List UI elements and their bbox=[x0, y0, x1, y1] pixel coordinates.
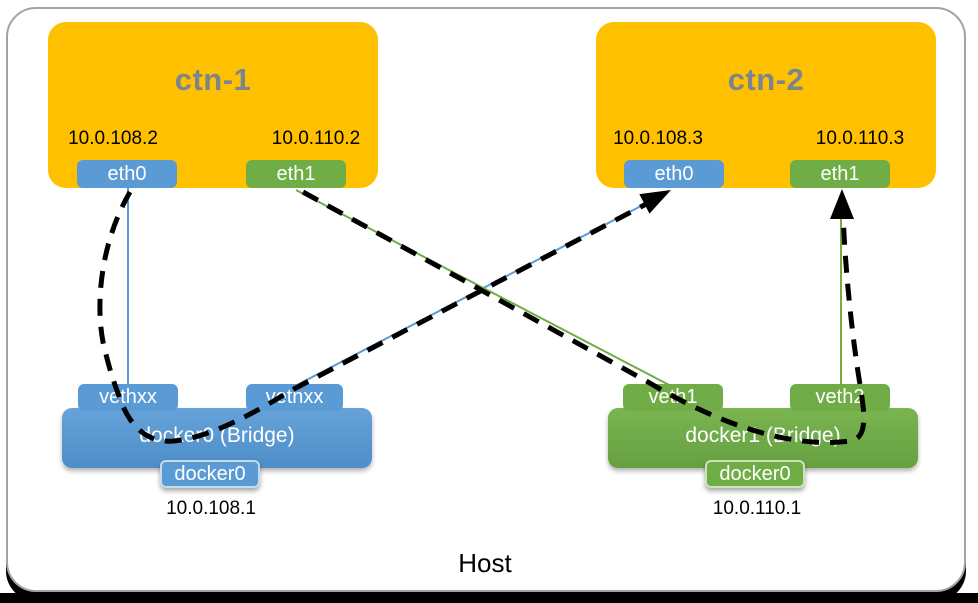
iface-ctn1-eth0: eth0 bbox=[77, 160, 177, 188]
ip-ctn2-eth1: 10.0.110.3 bbox=[815, 128, 905, 149]
bridge-docker1: docker1 (Bridge) bbox=[608, 408, 918, 468]
iface-ctn2-eth1: eth1 bbox=[790, 160, 890, 188]
container-ctn-2-title: ctn-2 bbox=[727, 62, 805, 97]
ip-ctn2-eth0: 10.0.108.3 bbox=[613, 128, 703, 149]
ip-docker0: 10.0.108.1 bbox=[166, 498, 256, 519]
host-shadow-bar bbox=[0, 593, 978, 603]
port-veth2: veth2 bbox=[790, 384, 890, 411]
bridge-docker1-title: docker1 (Bridge) bbox=[685, 424, 841, 447]
port-veth1: veth1 bbox=[623, 384, 723, 411]
container-ctn-1-title: ctn-1 bbox=[174, 62, 252, 97]
bridge-docker0-device: docker0 bbox=[160, 460, 260, 488]
bridge-docker1-device: docker0 bbox=[705, 460, 805, 488]
host-label: Host bbox=[458, 548, 512, 578]
ip-ctn1-eth1: 10.0.110.2 bbox=[271, 128, 361, 149]
ip-docker1: 10.0.110.1 bbox=[712, 498, 802, 519]
port-vetnxx: vetnxx bbox=[246, 384, 343, 411]
iface-ctn2-eth0: eth0 bbox=[624, 160, 724, 188]
bridge-docker0: docker0 (Bridge) bbox=[62, 408, 372, 468]
bridge-docker0-title: docker0 (Bridge) bbox=[139, 424, 295, 447]
iface-ctn1-eth1: eth1 bbox=[246, 160, 346, 188]
port-vethxx: vethxx bbox=[78, 384, 178, 411]
ip-ctn1-eth0: 10.0.108.2 bbox=[68, 128, 158, 149]
